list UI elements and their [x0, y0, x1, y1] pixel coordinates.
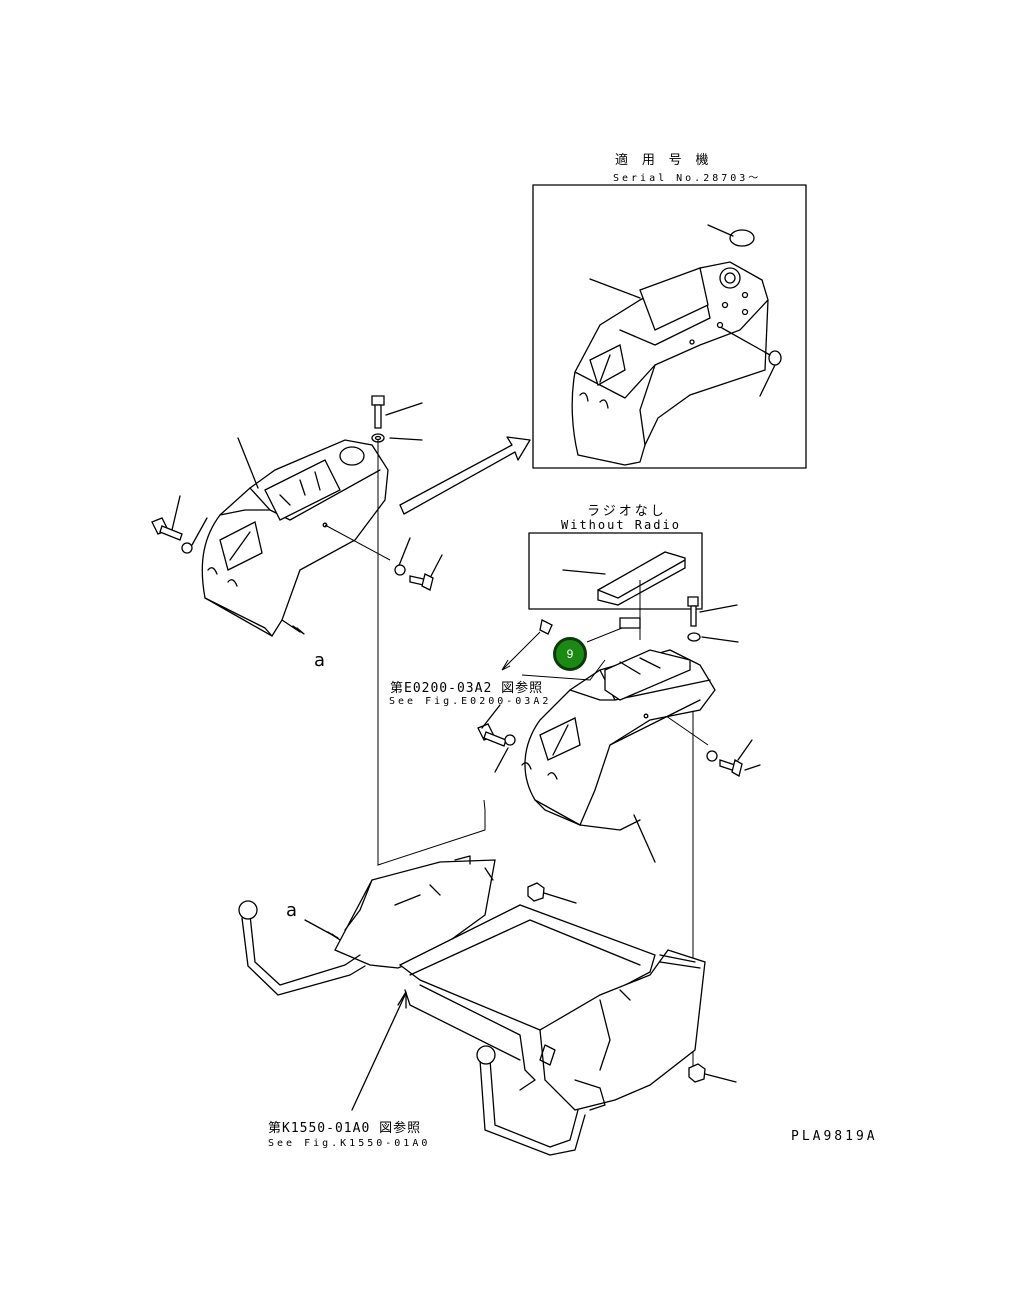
serial-variant-inset: [532, 184, 807, 469]
see-fig-k-label-jp: 第K1550-01A0 図参照: [268, 1121, 422, 1136]
seat-frame: [238, 855, 737, 1156]
see-fig-k-label-en: See Fig.K1550-01A0: [268, 1138, 431, 1149]
transition-arrow: [399, 436, 531, 515]
part-number-callout[interactable]: 9: [553, 637, 587, 671]
see-fig-e-label-en: See Fig.E0200-03A2: [389, 696, 552, 707]
console-standard: [151, 395, 443, 637]
serial-label-jp: 適 用 号 機: [615, 153, 712, 168]
view-a-marker-lower: a: [286, 900, 298, 921]
callout-number: 9: [566, 647, 574, 661]
without-radio-label-en: Without Radio: [561, 518, 681, 532]
see-fig-e-label-jp: 第E0200-03A2 図参照: [390, 681, 544, 696]
without-radio-inset: [528, 532, 703, 640]
drawing-code: PLA9819A: [791, 1129, 878, 1144]
console-without-radio: [477, 596, 761, 863]
view-a-marker-upper: a: [314, 650, 326, 671]
serial-label-en: Serial No.28703～: [613, 173, 762, 184]
without-radio-label-jp: ラジオなし: [587, 504, 667, 519]
